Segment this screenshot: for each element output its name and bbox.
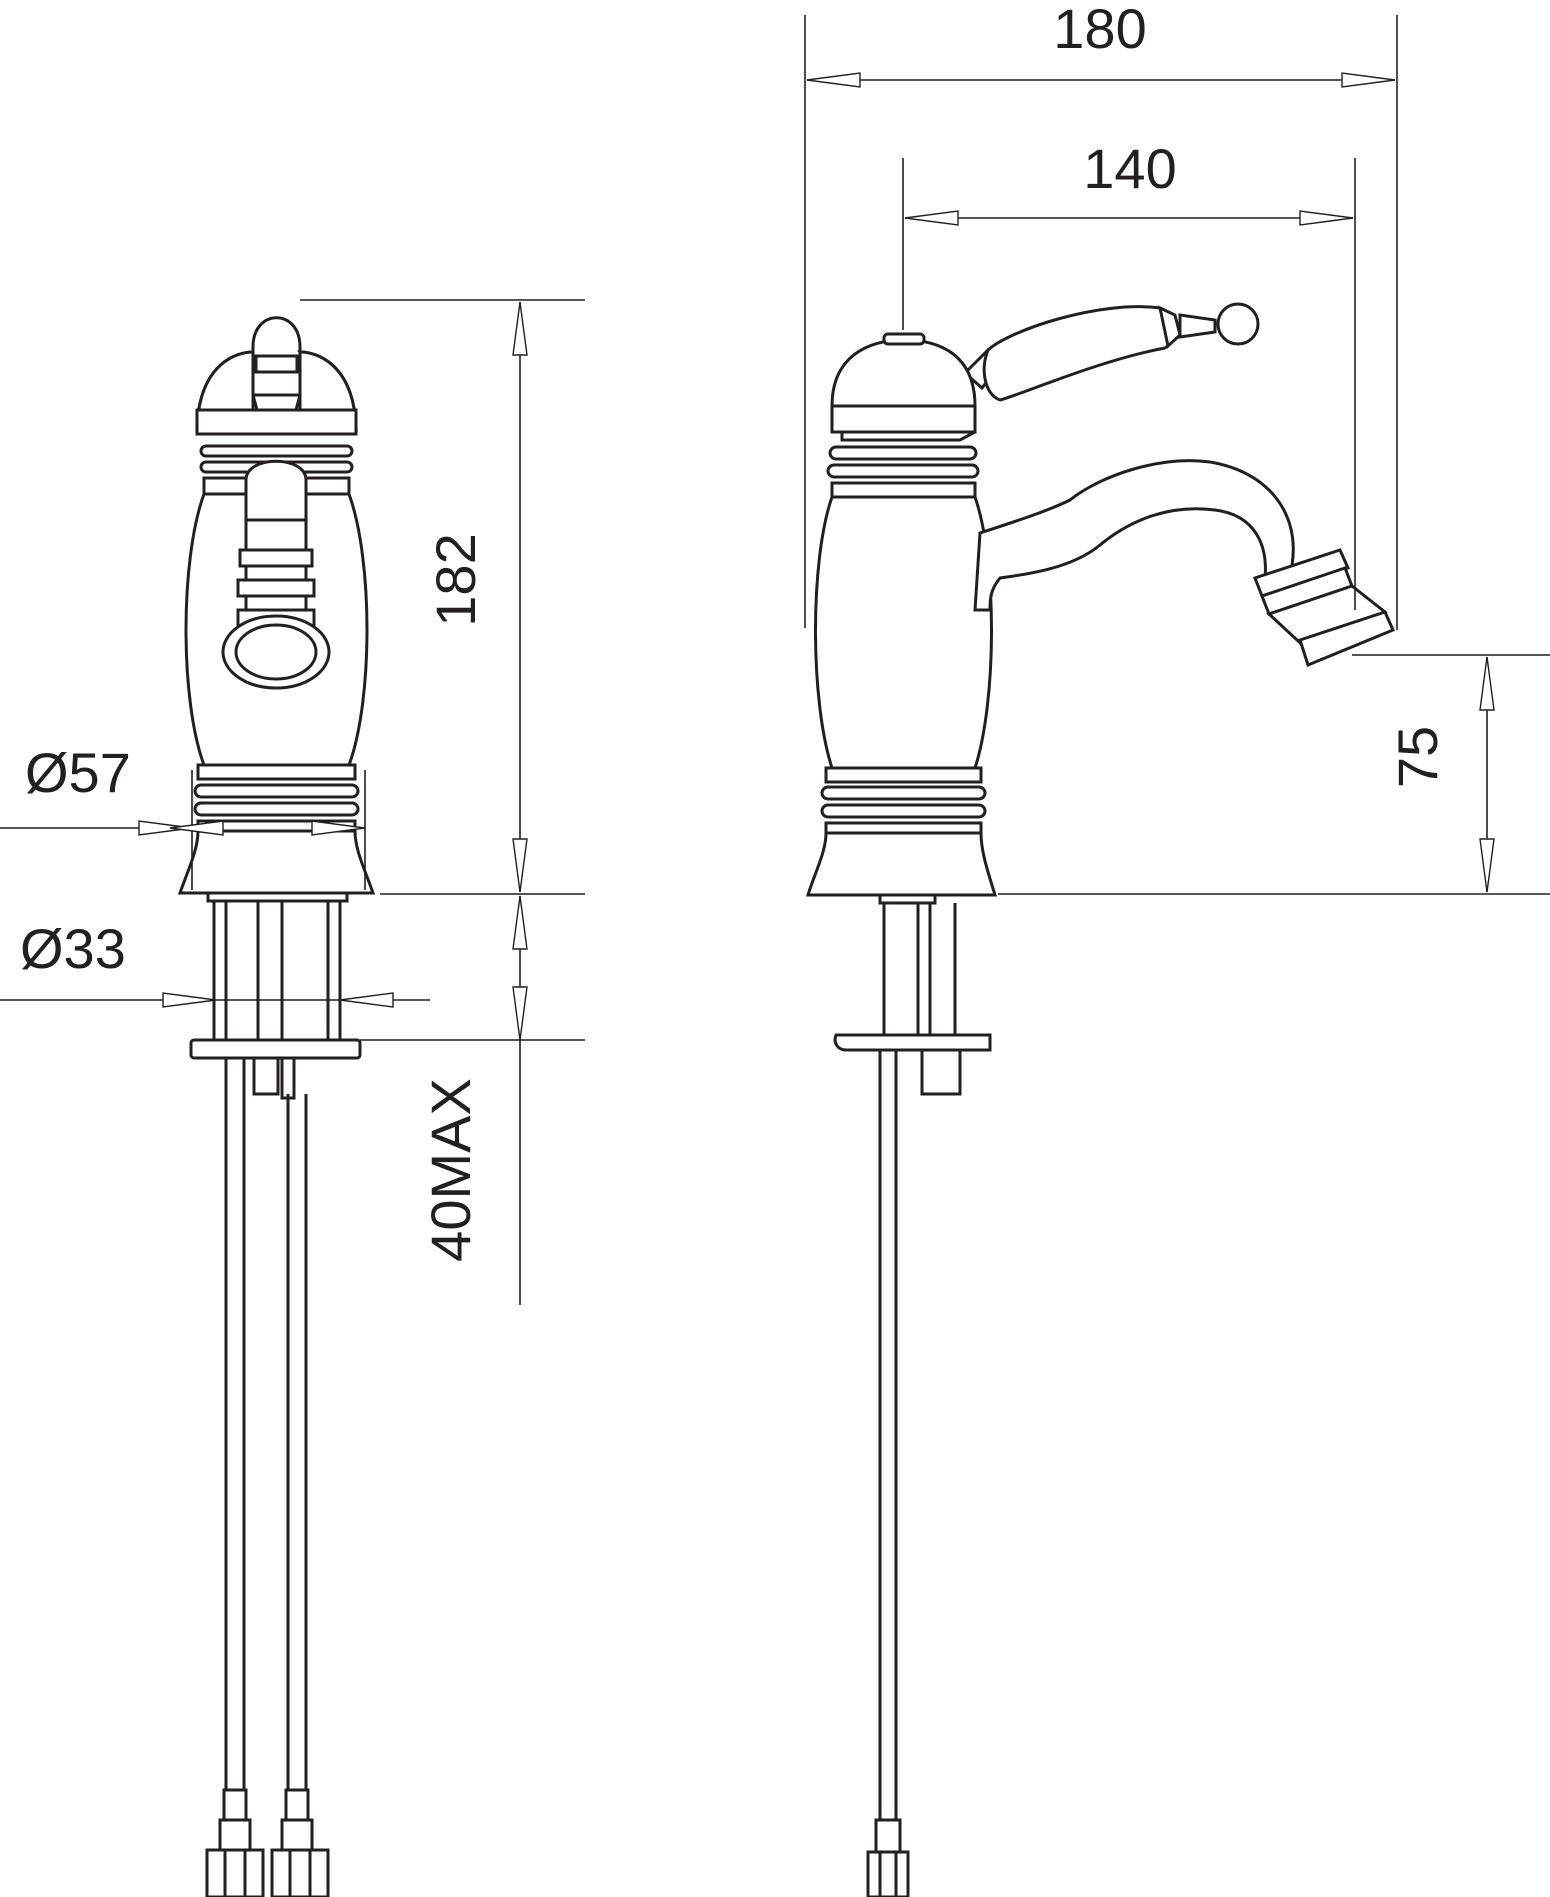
side-shank <box>882 903 957 1035</box>
dimension-labels: 180 140 182 75 Ø57 Ø33 40MAX <box>20 0 1449 1262</box>
dim-total-reach: 180 <box>1053 0 1146 60</box>
dim-body-diameter: Ø57 <box>25 741 131 804</box>
front-fixing-plate <box>189 1038 362 1060</box>
front-base <box>177 829 376 895</box>
front-handle-knob <box>246 316 307 412</box>
side-flex-hose <box>866 1050 910 1897</box>
dim-spout-height: 75 <box>1386 726 1449 788</box>
side-base <box>805 831 998 897</box>
front-flex-hoses <box>205 1058 330 1897</box>
front-shank <box>206 891 349 1040</box>
front-spout <box>221 459 331 690</box>
dim-shank-diameter: Ø33 <box>20 917 126 980</box>
front-view <box>177 316 376 1897</box>
side-lower-rings <box>820 766 987 835</box>
side-dome-cap <box>830 338 977 408</box>
side-fixing-plate <box>833 1033 992 1052</box>
side-spout <box>973 459 1295 612</box>
side-view <box>805 302 1395 1897</box>
side-body <box>814 495 993 770</box>
dim-total-height: 182 <box>424 533 487 626</box>
front-lower-rings <box>193 763 360 833</box>
dim-spout-reach: 140 <box>1083 137 1176 200</box>
side-lever-handle <box>962 302 1260 402</box>
side-spout-outlet <box>1253 548 1395 668</box>
side-upper-rings <box>826 445 980 499</box>
dim-max-deck-thickness: 40MAX <box>419 1078 482 1262</box>
dimension-lines <box>0 15 1550 1305</box>
